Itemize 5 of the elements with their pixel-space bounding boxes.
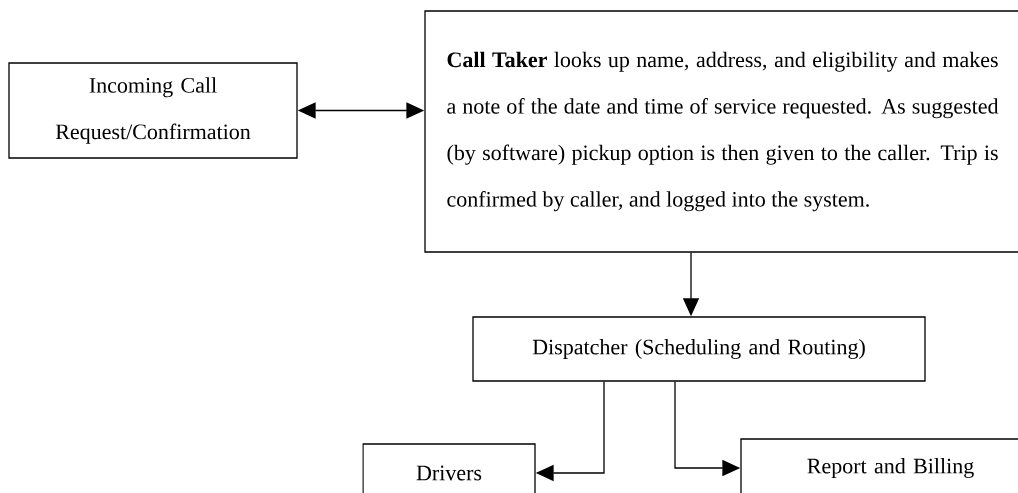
process-box: Report and Billing: [740, 438, 1018, 493]
process-box: Incoming Call Request/Confirmation: [8, 62, 298, 159]
description-box: Call Taker looks up name, address, and eligibility and makes a note of the date and time of service requested. As suggested (by software) pickup option is then given to the caller. Trip is confirmed by caller, and logged into the system.: [424, 10, 1018, 253]
process-box: Drivers: [362, 443, 536, 493]
process-box: Dispatcher (Scheduling and Routing): [472, 316, 926, 382]
